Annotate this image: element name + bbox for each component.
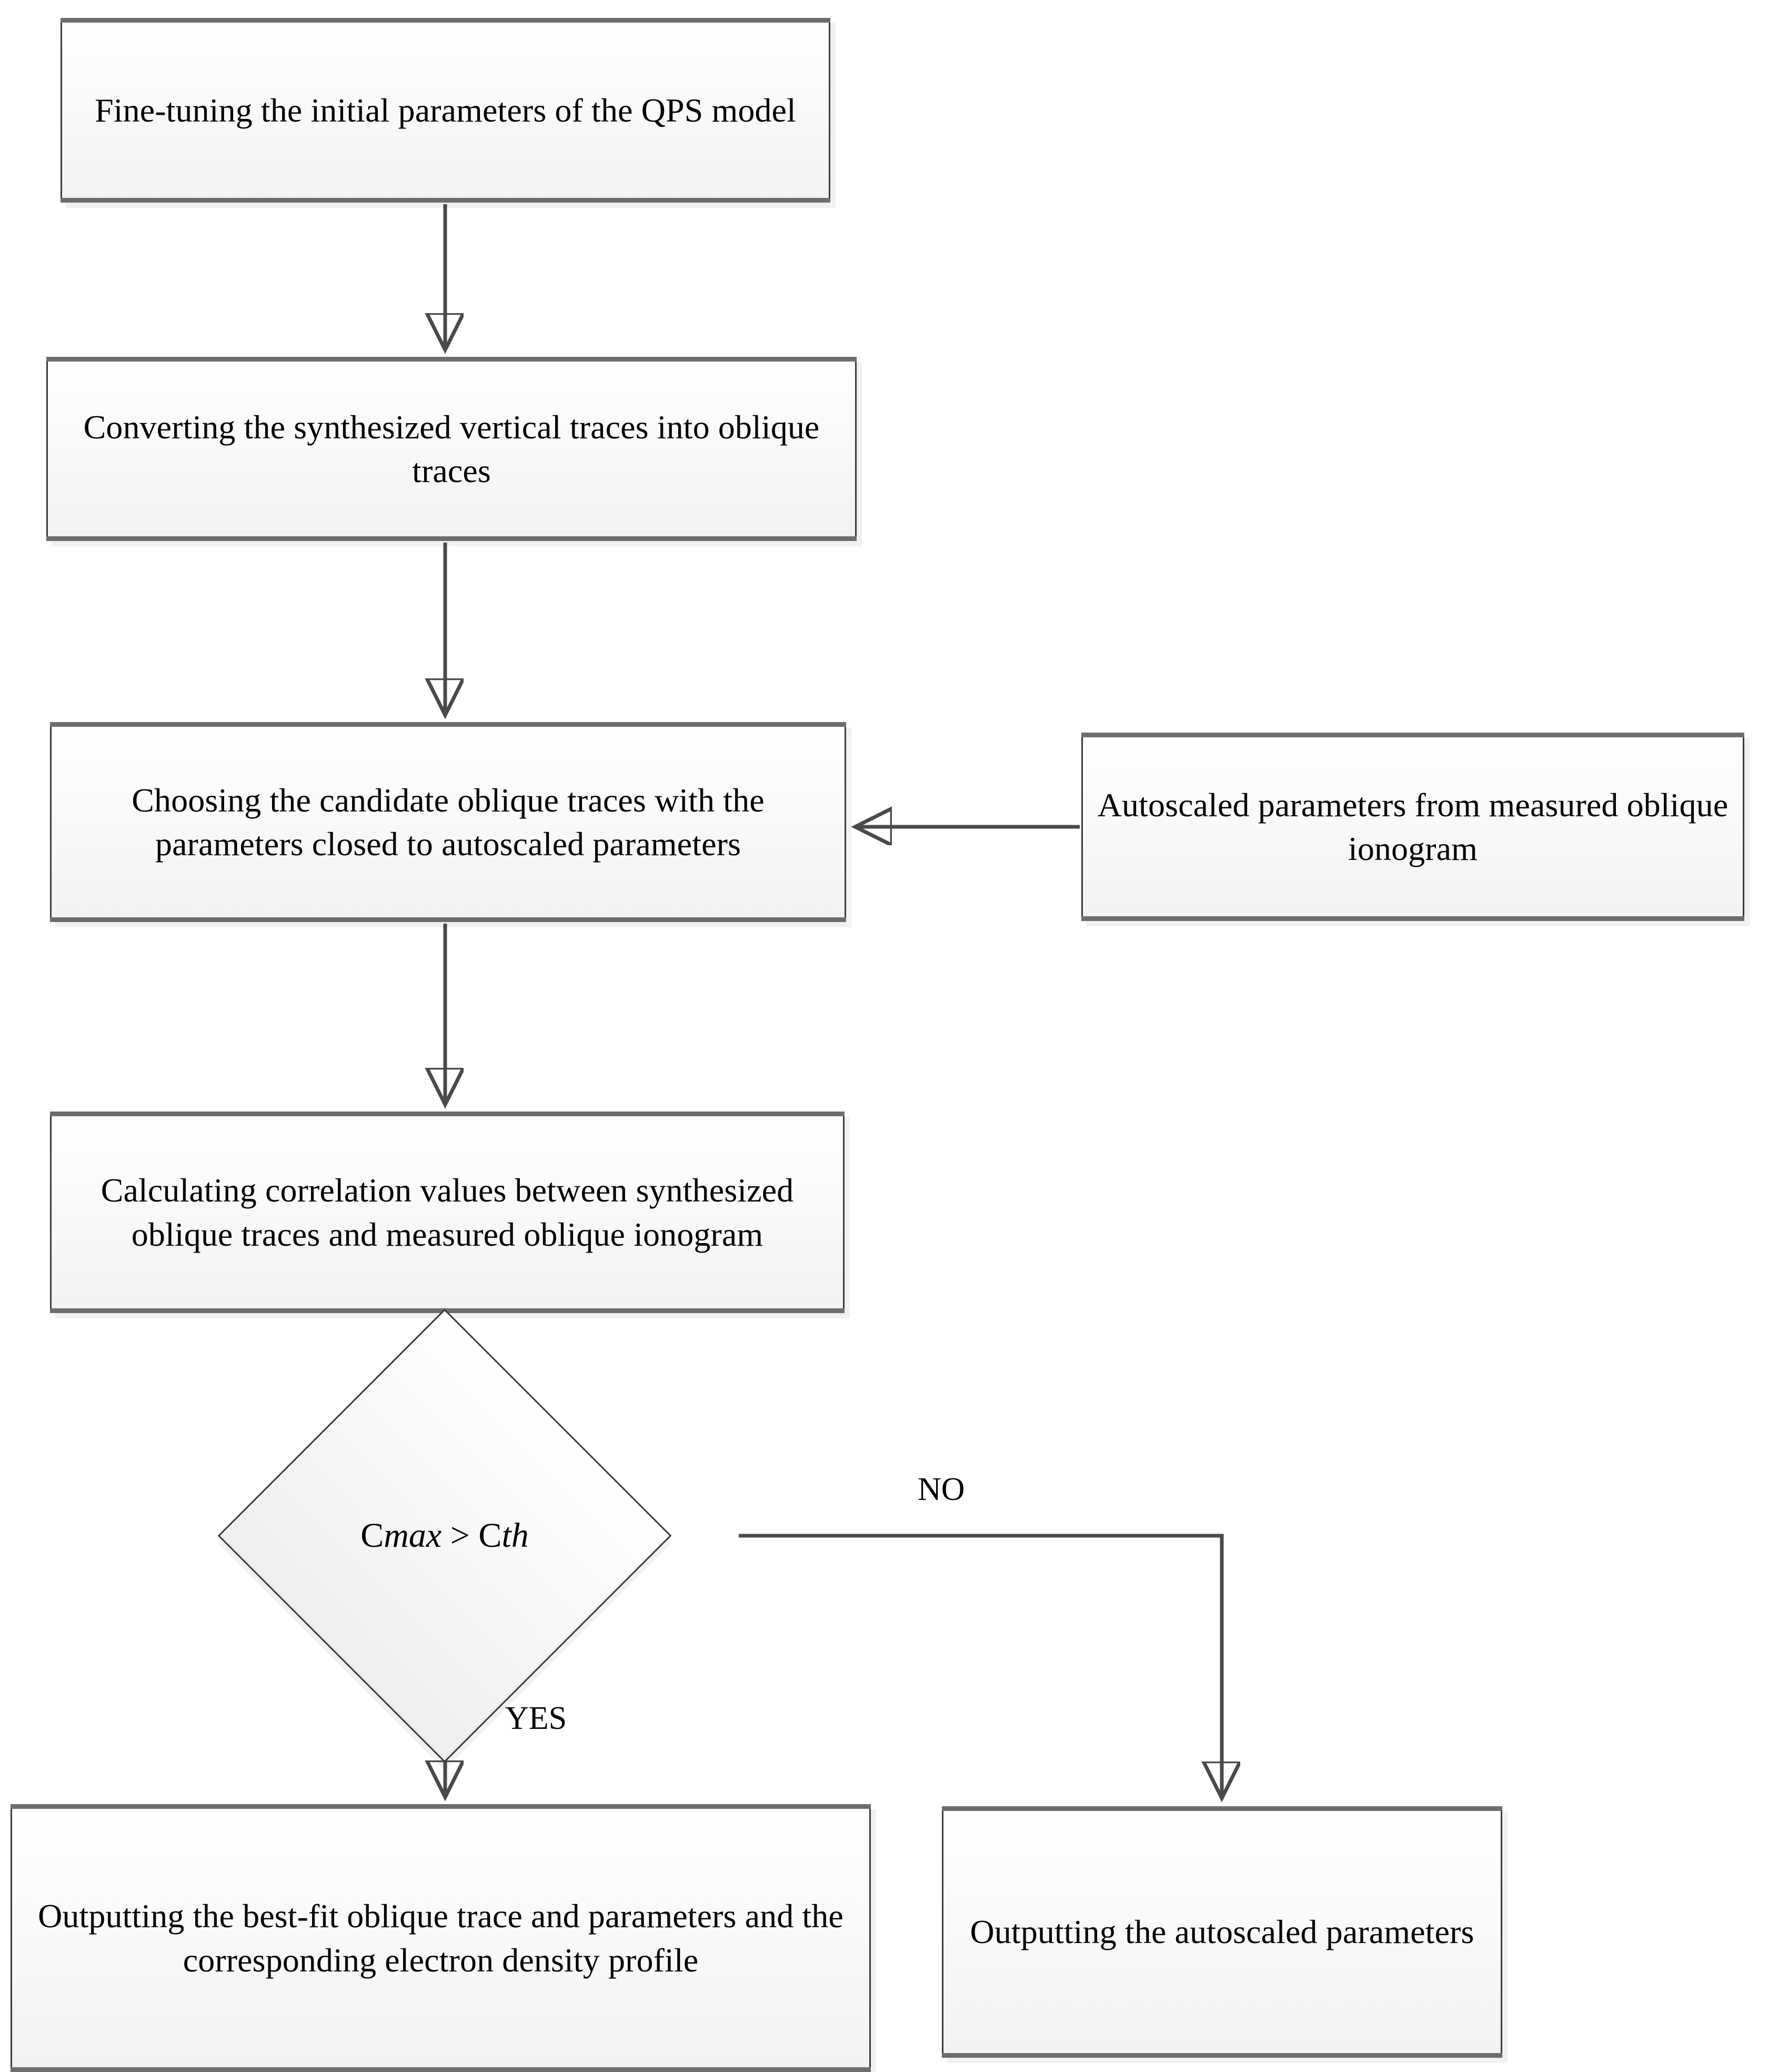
decision-c2: C — [478, 1516, 502, 1555]
node-calculating-correlation[interactable]: Calculating correlation values between s… — [50, 1112, 845, 1313]
node-autoscaled-parameters-input[interactable]: Autoscaled parameters from measured obli… — [1081, 733, 1744, 921]
node-fine-tuning[interactable]: Fine-tuning the initial parameters of th… — [61, 18, 830, 203]
decision-sub-th: th — [501, 1516, 529, 1555]
edge-label-no: NO — [918, 1472, 965, 1507]
node-output-bestfit-label: Outputting the best-fit oblique trace an… — [38, 1897, 843, 1979]
decision-operator: > — [441, 1516, 479, 1555]
node-autoscaled-parameters-input-label: Autoscaled parameters from measured obli… — [1097, 786, 1729, 867]
node-choosing-candidates-label: Choosing the candidate oblique traces wi… — [132, 781, 765, 863]
node-fine-tuning-label: Fine-tuning the initial parameters of th… — [95, 91, 796, 129]
node-output-autoscaled[interactable]: Outputting the autoscaled parameters — [942, 1806, 1502, 2058]
edge-label-yes: YES — [505, 1700, 567, 1736]
decision-sub-max: max — [384, 1516, 442, 1555]
node-decision-cmax-cth[interactable]: Cmax > Cth — [217, 1308, 672, 1763]
decision-c1: C — [360, 1516, 384, 1555]
node-output-autoscaled-label: Outputting the autoscaled parameters — [970, 1913, 1474, 1951]
node-converting-traces[interactable]: Converting the synthesized vertical trac… — [46, 357, 857, 541]
node-choosing-candidates[interactable]: Choosing the candidate oblique traces wi… — [50, 722, 846, 922]
connector-decision-no-n8 — [739, 1534, 1222, 1797]
node-converting-traces-label: Converting the synthesized vertical trac… — [83, 408, 820, 489]
node-decision-cmax-cth-label: Cmax > Cth — [360, 1516, 529, 1556]
node-output-bestfit[interactable]: Outputting the best-fit oblique trace an… — [11, 1804, 871, 2072]
node-calculating-correlation-label: Calculating correlation values between s… — [101, 1172, 794, 1253]
